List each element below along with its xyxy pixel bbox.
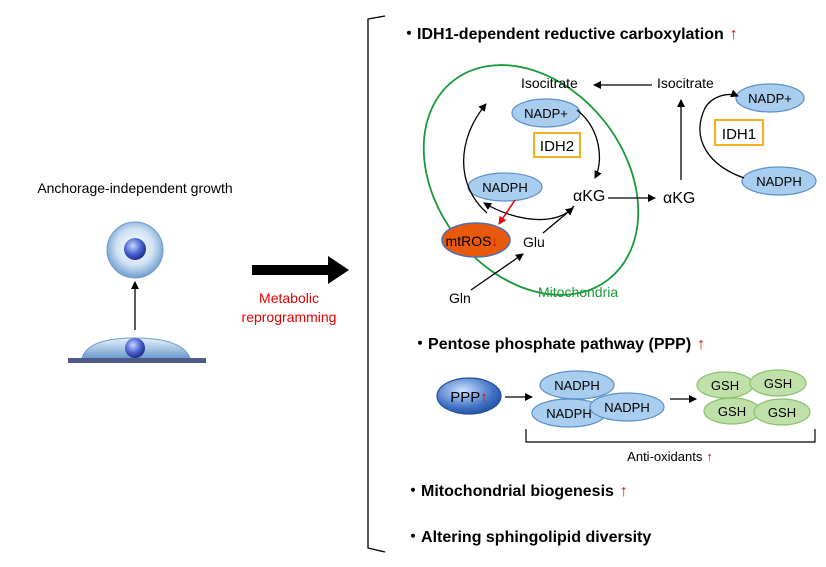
idh1-cofactor-arrow — [699, 89, 745, 179]
gsh-3-label: GSH — [718, 404, 746, 419]
gsh-4 — [753, 398, 811, 426]
gln-to-glu-arrow — [470, 253, 524, 291]
metabolic-label-line2: reprogramming — [242, 309, 337, 325]
nadph-mito-label: NADPH — [482, 180, 528, 195]
cycle-arrow-right — [576, 109, 602, 179]
idh1-label: IDH1 — [722, 126, 756, 143]
reprogramming-arrow — [252, 256, 349, 284]
bracket — [367, 15, 386, 553]
gsh-1-label: GSH — [711, 378, 739, 393]
mtros-oval — [441, 222, 511, 258]
ppp-oval — [436, 377, 502, 415]
bullet-2: ・Pentose phosphate pathway (PPP)↑ — [412, 336, 705, 353]
nadph-ppp-3-label: NADPH — [604, 400, 650, 415]
glu-to-akg-arrow — [542, 207, 574, 234]
gsh-4-label: GSH — [768, 405, 796, 420]
mitochondria-label: Mitochondria — [538, 284, 618, 300]
akg-mito: αKG — [573, 188, 605, 205]
glu-label: Glu — [523, 234, 545, 250]
adherent-cell-nucleus — [125, 338, 145, 358]
gln-label: Gln — [449, 290, 471, 306]
idh1-box — [714, 119, 764, 146]
ppp-label: PPP↑ — [450, 389, 488, 406]
nadp-plus-mito-label: NADP+ — [524, 106, 568, 121]
growth-label: Anchorage-independent growth — [37, 180, 232, 196]
substrate-plate — [68, 358, 206, 363]
nadp-plus-cyto — [735, 83, 805, 113]
bullet-1: ・IDH1-dependent reductive carboxylation↑ — [401, 26, 738, 43]
metabolic-label-line1: Metabolic — [259, 290, 319, 306]
cycle-arrow-left — [462, 103, 488, 214]
nadph-ppp-2-label: NADPH — [546, 406, 592, 421]
nadph-ppp-3 — [589, 392, 665, 422]
nadph-ppp-1-label: NADPH — [554, 378, 600, 393]
idh2-label: IDH2 — [540, 138, 574, 155]
akg-cyto: αKG — [663, 190, 695, 207]
nadph-to-mtros-arrow — [498, 199, 516, 225]
bullet-4: ・Altering sphingolipid diversity — [405, 529, 651, 546]
gsh-2 — [749, 369, 807, 397]
gsh-2-label: GSH — [764, 376, 792, 391]
mtros-label: mtROS↓ — [446, 233, 499, 249]
nadph-cyto-label: NADPH — [756, 174, 802, 189]
antioxidants-label: Anti-oxidants↑ — [627, 449, 713, 464]
isocitrate-cyto: Isocitrate — [657, 75, 714, 91]
isocitrate-mito: Isocitrate — [521, 75, 578, 91]
suspended-cell-nucleus — [124, 238, 146, 260]
idh2-box — [533, 132, 581, 158]
antioxidant-bracket — [525, 429, 816, 443]
nadp-plus-cyto-label: NADP+ — [748, 91, 792, 106]
bullet-3: ・Mitochondrial biogenesis↑ — [405, 483, 628, 500]
nadph-cyto — [741, 166, 817, 196]
cycle-arrow-bottom — [483, 202, 575, 221]
